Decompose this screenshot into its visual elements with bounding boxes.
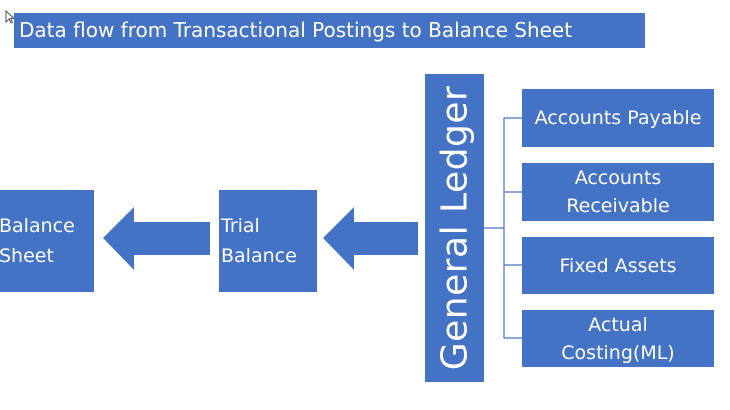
balance-sheet-box: Balance Sheet [0,190,94,292]
general-ledger-box: General Ledger [425,74,484,382]
subledger-box-accounts-receivable: Accounts Receivable [522,163,714,221]
subledger-box-accounts-payable: Accounts Payable [522,89,714,147]
mouse-cursor-icon [5,10,15,24]
subledger-label: Actual Costing(ML) [561,313,675,364]
arrow-gl-to-trial-balance [323,207,418,270]
general-ledger-label: General Ledger [434,85,475,371]
subledger-label: Accounts Payable [534,107,702,129]
subledger-connector-lines [484,117,522,339]
subledger-box-actual-costing: Actual Costing(ML) [522,310,714,367]
subledger-label: Fixed Assets [559,254,677,277]
trial-balance-box: Trial Balance [219,190,317,292]
diagram-title: Data flow from Transactional Postings to… [14,13,645,48]
balance-sheet-label: Balance Sheet [0,215,75,267]
subledger-box-fixed-assets: Fixed Assets [522,237,714,294]
trial-balance-label: Trial Balance [221,215,297,267]
arrow-trial-balance-to-balance-sheet [103,207,210,270]
subledger-label: Accounts Receivable [566,167,670,217]
